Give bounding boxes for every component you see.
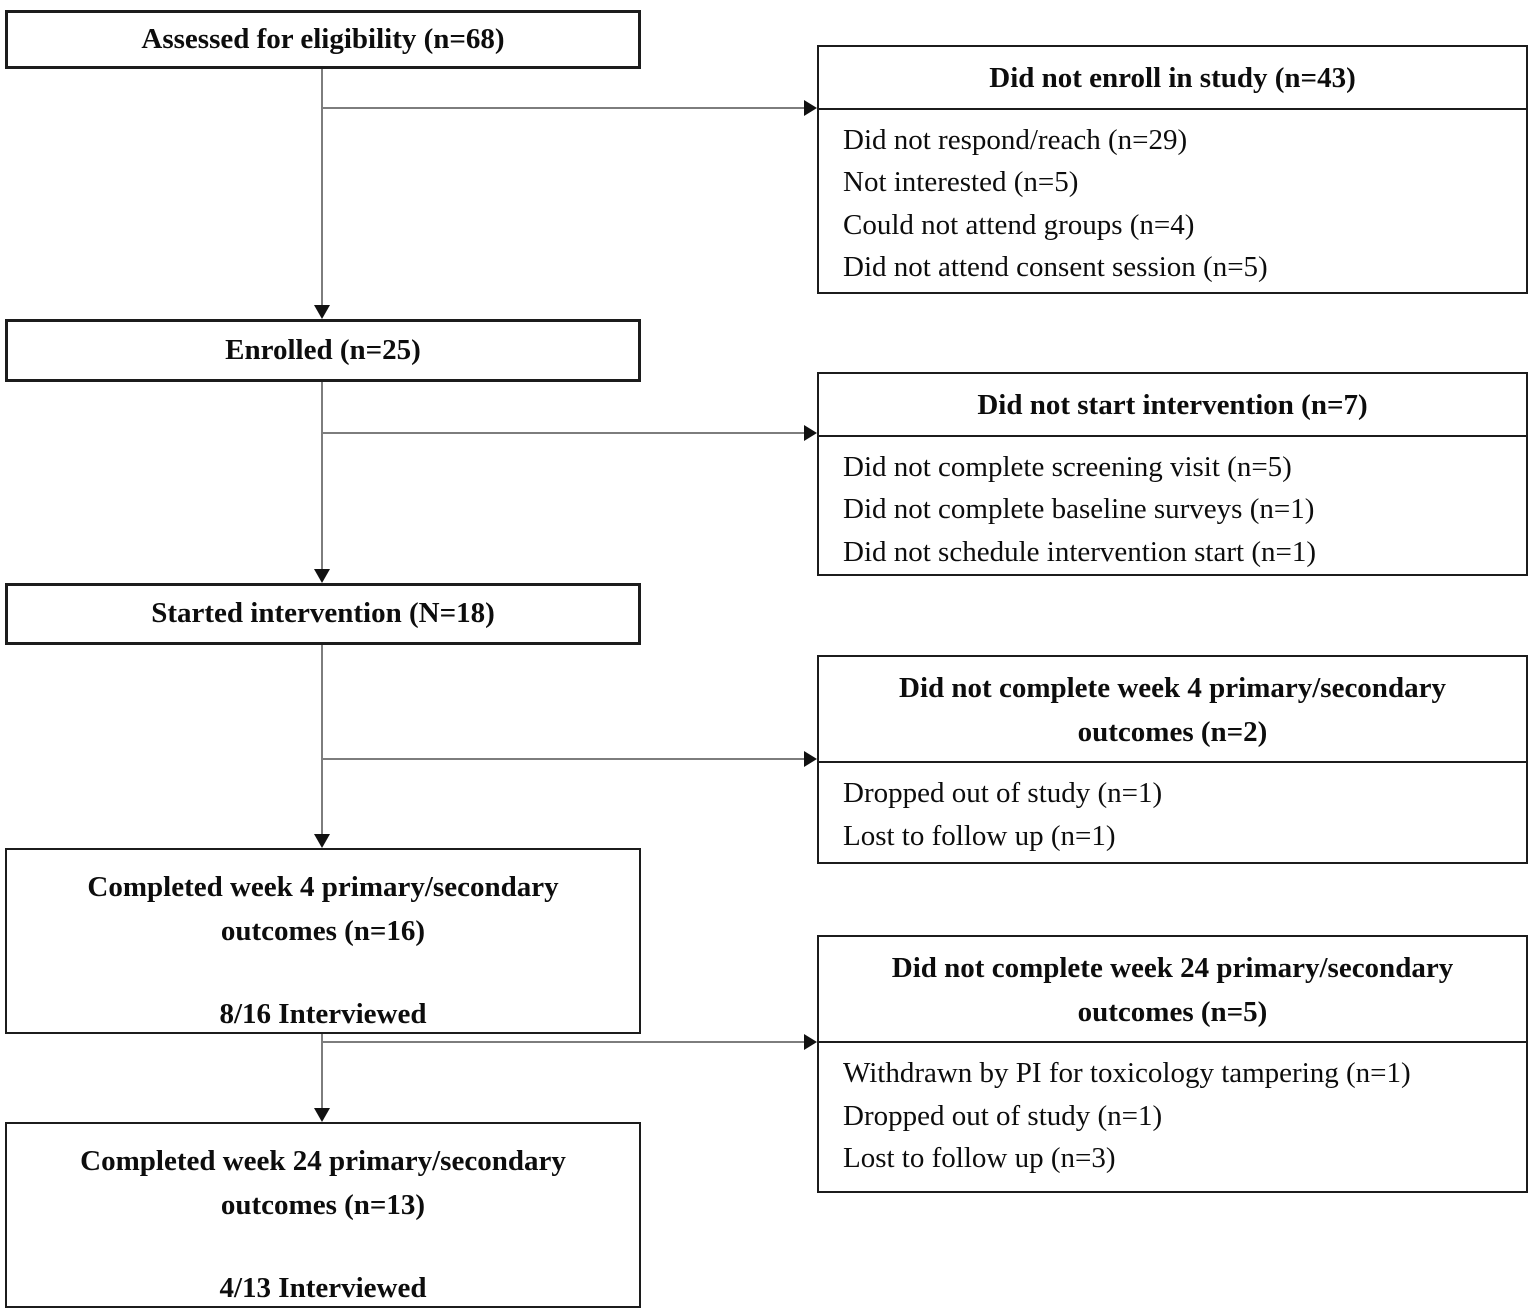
box-completed-week24-note: 4/13 Interviewed xyxy=(219,1272,427,1304)
box-did-not-start-title: Did not start intervention (n=7) xyxy=(819,374,1526,437)
arrowhead-down-started xyxy=(314,569,330,583)
list-item: Could not attend groups (n=4) xyxy=(843,208,1195,241)
list-item: Dropped out of study (n=1) xyxy=(843,777,1163,809)
list-item: Withdrawn by PI for toxicology tampering… xyxy=(843,1057,1411,1089)
branch-did-not-enroll xyxy=(321,107,804,109)
box-did-not-complete-week4: Did not complete week 4 primary/secondar… xyxy=(817,655,1528,864)
box-enrolled-label: Enrolled (n=25) xyxy=(225,333,421,366)
box-did-not-complete-week24: Did not complete week 24 primary/seconda… xyxy=(817,935,1528,1193)
connector-assessed-to-enrolled xyxy=(321,69,323,305)
list-item: Did not schedule intervention start (n=1… xyxy=(843,535,1316,568)
box-completed-week4: Completed week 4 primary/secondary outco… xyxy=(5,848,641,1034)
list-item: Did not respond/reach (n=29) xyxy=(843,123,1188,156)
list-item: Lost to follow up (n=1) xyxy=(843,819,1116,852)
list-item: Did not attend consent session (n=5) xyxy=(843,251,1268,284)
box-enrolled: Enrolled (n=25) xyxy=(5,319,641,382)
arrowhead-right-did-not-complete-week4 xyxy=(804,751,817,767)
box-started-intervention-label: Started intervention (N=18) xyxy=(151,597,495,630)
branch-did-not-start xyxy=(321,432,804,434)
list-item: Dropped out of study (n=1) xyxy=(843,1099,1163,1132)
branch-did-not-complete-week24 xyxy=(321,1041,804,1043)
arrowhead-down-enrolled xyxy=(314,305,330,319)
connector-started-to-week4 xyxy=(321,645,323,834)
list-item: Lost to follow up (n=3) xyxy=(843,1142,1116,1175)
box-did-not-start: Did not start intervention (n=7) Did not… xyxy=(817,372,1528,576)
arrowhead-down-week4 xyxy=(314,834,330,848)
box-completed-week24: Completed week 24 primary/secondary outc… xyxy=(5,1122,641,1308)
connector-week4-to-week24 xyxy=(321,1034,323,1108)
connector-enrolled-to-started xyxy=(321,382,323,569)
box-assessed-eligibility-label: Assessed for eligibility (n=68) xyxy=(141,22,505,55)
box-did-not-complete-week4-list: Dropped out of study (n=1) Lost to follo… xyxy=(819,763,1526,865)
box-did-not-complete-week24-title: Did not complete week 24 primary/seconda… xyxy=(819,937,1526,1043)
box-did-not-enroll-list: Did not respond/reach (n=29) Not interes… xyxy=(819,110,1526,298)
box-assessed-eligibility: Assessed for eligibility (n=68) xyxy=(5,10,641,69)
list-item: Not interested (n=5) xyxy=(843,166,1079,199)
arrowhead-down-week24 xyxy=(314,1108,330,1122)
box-completed-week4-title: Completed week 4 primary/secondary outco… xyxy=(87,871,559,947)
box-did-not-enroll: Did not enroll in study (n=43) Did not r… xyxy=(817,45,1528,294)
box-did-not-complete-week4-title: Did not complete week 4 primary/secondar… xyxy=(819,657,1526,763)
box-did-not-enroll-title: Did not enroll in study (n=43) xyxy=(819,47,1526,110)
box-completed-week4-note: 8/16 Interviewed xyxy=(219,998,427,1030)
arrowhead-right-did-not-enroll xyxy=(804,100,817,116)
list-item: Did not complete baseline surveys (n=1) xyxy=(843,493,1315,526)
branch-did-not-complete-week4 xyxy=(321,758,804,760)
list-item: Did not complete screening visit (n=5) xyxy=(843,450,1292,483)
box-did-not-start-list: Did not complete screening visit (n=5) D… xyxy=(819,437,1526,582)
arrowhead-right-did-not-complete-week24 xyxy=(804,1034,817,1050)
box-started-intervention: Started intervention (N=18) xyxy=(5,583,641,645)
box-did-not-complete-week24-list: Withdrawn by PI for toxicology tampering… xyxy=(819,1043,1526,1188)
arrowhead-right-did-not-start xyxy=(804,425,817,441)
box-completed-week24-title: Completed week 24 primary/secondary outc… xyxy=(80,1145,566,1221)
